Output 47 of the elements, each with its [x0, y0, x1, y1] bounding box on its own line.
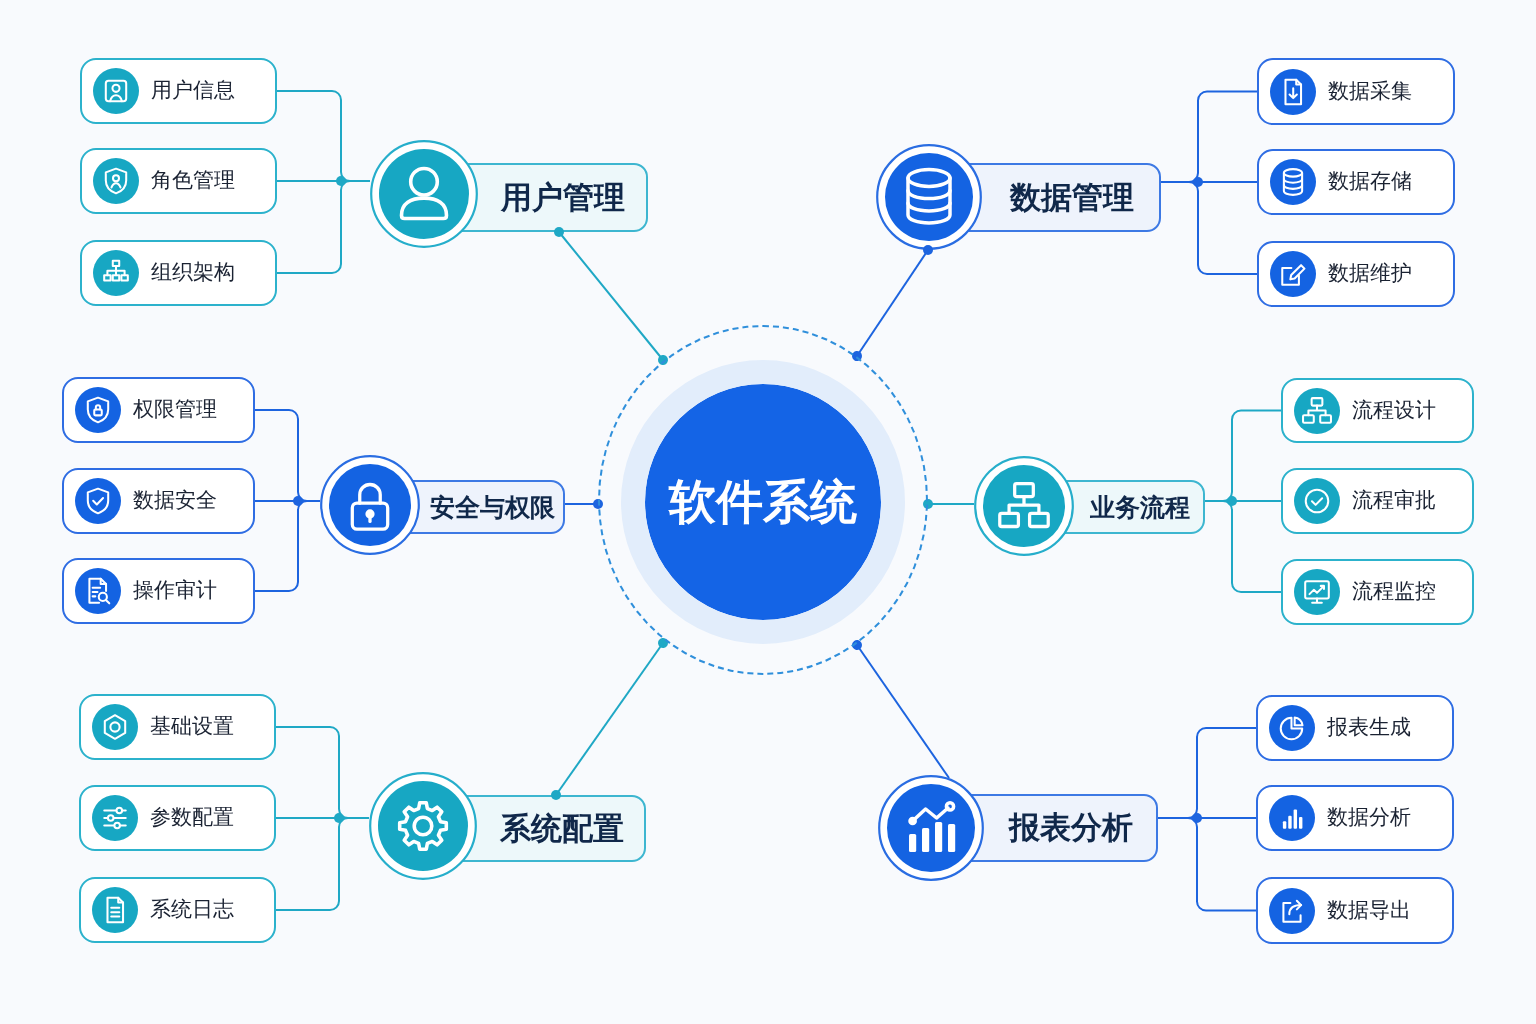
feature-label: 数据安全	[133, 488, 217, 514]
feature-card	[80, 58, 277, 124]
feature-card	[1281, 468, 1474, 534]
connector-line	[254, 500, 321, 592]
feature-card	[79, 694, 276, 760]
feature-card	[1257, 241, 1455, 307]
feature-label: 流程监控	[1352, 579, 1436, 605]
feature-card	[79, 785, 276, 851]
feature-card	[1281, 559, 1474, 625]
feature-label: 数据维护	[1328, 261, 1412, 287]
feature-card	[1257, 58, 1455, 125]
feature-card	[80, 240, 277, 306]
feature-label: 操作审计	[133, 578, 217, 604]
feature-label: 权限管理	[133, 397, 217, 423]
feature-card	[62, 377, 255, 443]
feature-card	[1281, 378, 1474, 443]
feature-label: 流程设计	[1352, 397, 1436, 424]
feature-label: 用户信息	[151, 78, 235, 104]
feature-label: 角色管理	[151, 168, 235, 194]
dashed-orbit-ring	[598, 325, 928, 675]
feature-label: 参数配置	[150, 805, 234, 831]
feature-label: 基础设置	[150, 714, 234, 740]
feature-card	[1257, 149, 1455, 215]
feature-label: 数据导出	[1327, 897, 1411, 924]
connector-line	[1157, 817, 1257, 912]
core-circle: 软件系统	[621, 360, 905, 644]
connector-line	[1204, 500, 1282, 593]
feature-card	[62, 558, 255, 624]
connector-line	[1160, 181, 1258, 275]
feature-card	[1256, 877, 1454, 944]
feature-label: 数据分析	[1327, 805, 1411, 831]
feature-label: 数据存储	[1328, 169, 1412, 195]
feature-label: 流程审批	[1352, 488, 1436, 514]
connector-line	[275, 817, 370, 911]
connector-line	[852, 640, 950, 779]
connector-line	[276, 180, 371, 274]
feature-card	[80, 148, 277, 214]
feature-card	[62, 468, 255, 534]
connector-line	[564, 499, 603, 509]
feature-card	[79, 877, 276, 943]
feature-card	[1256, 785, 1454, 851]
feature-card	[1256, 695, 1454, 761]
feature-label: 报表生成	[1327, 715, 1411, 741]
feature-label: 系统日志	[150, 897, 234, 923]
feature-label: 组织架构	[151, 260, 235, 286]
feature-label: 数据采集	[1328, 78, 1412, 105]
connector-line	[923, 499, 975, 509]
